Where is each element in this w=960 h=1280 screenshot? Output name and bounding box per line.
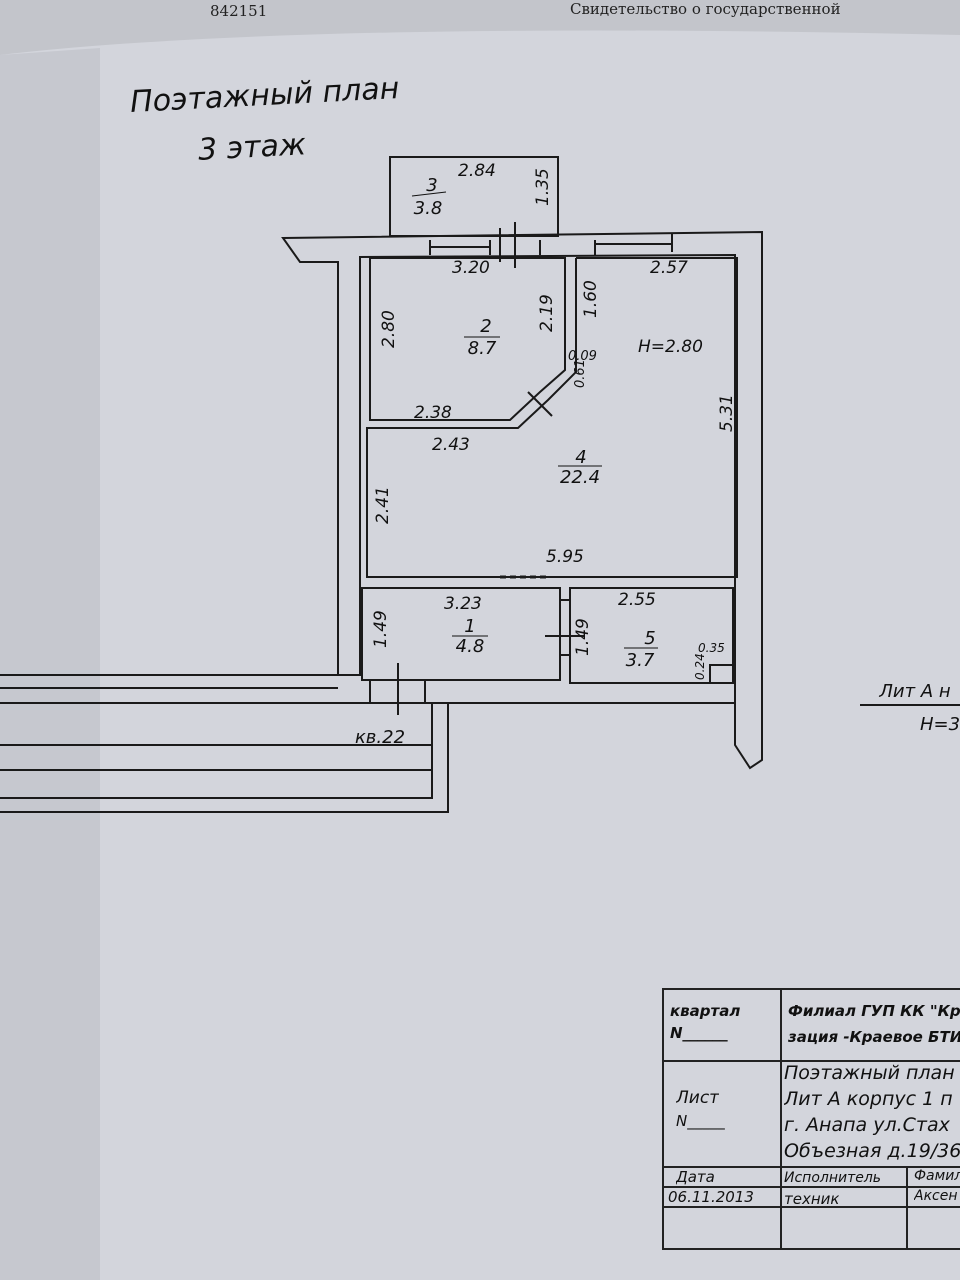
paper-page [0, 30, 960, 1280]
dim-r4-left-upper: 1.60 [581, 280, 601, 318]
room-3-area: 3.8 [414, 198, 443, 219]
room-4-number: 4 [575, 447, 586, 468]
room-2-door [527, 391, 553, 417]
title-block: квартал N______ Филиал ГУП КК "Край заци… [662, 988, 960, 1250]
neighbor-apartment-label: кв.22 [355, 727, 405, 748]
title-block-divider [664, 1166, 960, 1168]
org-line-2: зация -Краевое БТИ [788, 1028, 960, 1046]
dim-r4-mid: 2.43 [432, 435, 470, 455]
side-note-height: H=3 [920, 714, 960, 735]
dim-r4-bottom: 5.95 [546, 547, 584, 567]
dim-r3-depth: 1.35 [533, 168, 553, 206]
title-block-divider [780, 990, 782, 1248]
date-label: Дата [676, 1168, 715, 1186]
partition-door [545, 588, 585, 680]
dim-r5-niche-height: 0.24 [693, 653, 707, 680]
dim-r3-width: 2.84 [458, 161, 496, 181]
org-line-1: Филиал ГУП КК "Край [788, 1002, 960, 1020]
sheet-number: N_____ [676, 1112, 725, 1130]
room-labels: 3 3.8 2 8.7 4 22.4 1 4.8 5 3.7 кв.22 Лит… [355, 175, 960, 748]
side-note-lit: Лит А н [878, 681, 950, 702]
surname-value: Аксен [914, 1188, 958, 1204]
window-panes [430, 243, 672, 248]
sheet-label: Лист [676, 1088, 720, 1108]
room-4-outline [366, 257, 738, 578]
dim-r2-right: 2.19 [537, 294, 557, 332]
dim-r2-top: 3.20 [452, 258, 490, 278]
room-5-niche [709, 664, 734, 684]
outer-wall [281, 230, 763, 770]
room-2-number: 2 [480, 316, 491, 337]
walls [0, 156, 960, 813]
plan-line-1: Поэтажный план [784, 1062, 955, 1084]
entrance-wall [0, 663, 735, 715]
dimension-labels: 2.84 1.35 3.20 2.80 2.19 2.38 2.57 1.60 … [371, 161, 737, 680]
surname-label: Фамил [914, 1168, 960, 1184]
plan-line-2: Лит А корпус 1 п [784, 1088, 953, 1110]
room-4-area: 22.4 [560, 467, 600, 488]
dim-r5-niche-width: 0.35 [698, 641, 725, 655]
room-1-number: 1 [464, 616, 475, 637]
room-3-fraction-line [411, 191, 447, 197]
dim-r4-diag2: 0.61 [573, 359, 588, 388]
room-2-area: 8.7 [468, 338, 497, 359]
kvartal-label: квартал [670, 1002, 741, 1020]
room-5-area: 3.7 [626, 650, 655, 671]
underlying-text: Свидетельство о государственной [570, 0, 841, 18]
executor-label: Исполнитель [784, 1170, 882, 1186]
dim-r1-left: 1.49 [371, 610, 391, 648]
floor-label: 3 этаж [197, 127, 307, 168]
plan-line-4: Объезная д.19/36 [784, 1140, 960, 1162]
dim-r5-top: 2.55 [618, 590, 656, 610]
dim-r1-top: 3.23 [444, 594, 482, 614]
plan-line-3: г. Анапа ул.Стах [784, 1114, 950, 1136]
page-fold [0, 48, 100, 1280]
title-block-divider [664, 1206, 960, 1208]
dim-r4-top: 2.57 [650, 258, 688, 278]
kvartal-number: N______ [670, 1024, 728, 1042]
dim-r4-right: 5.31 [717, 394, 737, 432]
room-5-number: 5 [644, 628, 655, 649]
dim-r4-diag1: 0.09 [568, 349, 597, 364]
document-number: 842151 [210, 2, 268, 20]
dim-r1-right: 1.49 [573, 618, 593, 656]
title-block-divider [664, 1186, 960, 1188]
ceiling-height: H=2.80 [638, 337, 703, 357]
dim-r2-bottom: 2.38 [414, 403, 452, 423]
title-block-divider [906, 1166, 908, 1248]
title-block-divider [664, 1060, 960, 1062]
room-2-outline [369, 257, 566, 421]
balcony-door [499, 222, 516, 268]
executor-value: техник [784, 1190, 840, 1208]
dim-r4-left: 2.41 [373, 486, 393, 524]
dim-r2-left: 2.80 [379, 310, 399, 348]
neighbor-walls [0, 703, 449, 813]
room-3-number: 3 [426, 175, 437, 196]
date-value: 06.11.2013 [668, 1188, 754, 1206]
room-1-area: 4.8 [456, 636, 485, 657]
